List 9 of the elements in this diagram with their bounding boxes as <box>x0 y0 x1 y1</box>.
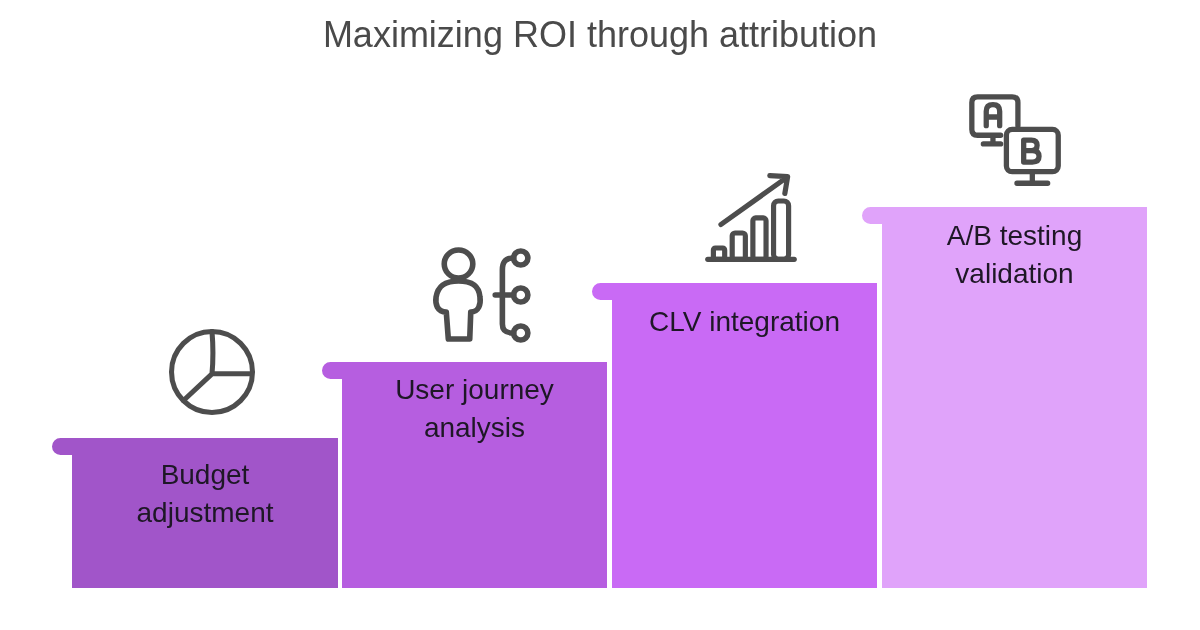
diagram-title: Maximizing ROI through attribution <box>322 13 878 57</box>
step-block <box>322 362 607 588</box>
step-label: A/B testing validation <box>945 219 1084 291</box>
step-block <box>862 207 1147 588</box>
step-label: Budget adjustment <box>135 458 275 530</box>
step-label: User journey analysis <box>394 373 555 445</box>
step-block <box>52 438 338 588</box>
step-block <box>592 283 877 588</box>
step-label: CLV integration <box>649 305 840 339</box>
